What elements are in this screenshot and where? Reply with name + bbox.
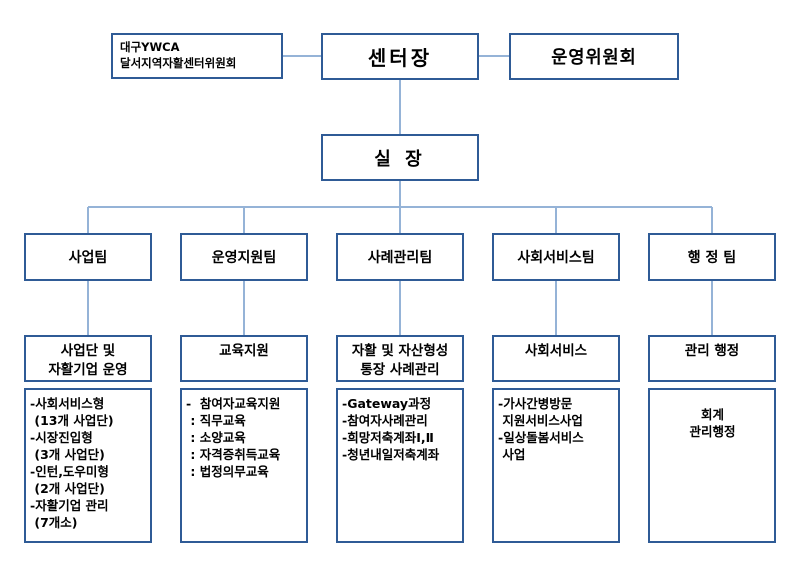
committee-box: 대구YWCA 달서지역자활센터위원회 — [111, 33, 283, 79]
steering-committee-box: 운영위원회 — [509, 33, 679, 80]
office-manager-box: 실 장 — [321, 134, 479, 181]
team-box-business: 사업팀 — [24, 233, 152, 281]
dept-body-social-service: -가사간병방문 지원서비스사업 -일상돌봄서비스 사업 — [492, 388, 620, 543]
connector-drop-team-1 — [87, 207, 89, 233]
dept-body-education-support: - 참여자교육지원 : 직무교육 : 소양교육 : 자격증취득교육 : 법정의무… — [180, 388, 308, 543]
dept-title-management-admin: 관리 행정 — [648, 335, 776, 382]
dept-title-education-support: 교육지원 — [180, 335, 308, 382]
dept-body-self-support-savings: -Gateway과정 -참여자사례관리 -희망저축계좌Ⅰ,Ⅱ -청년내일저축계좌 — [336, 388, 464, 543]
connector-committee-director — [283, 55, 321, 57]
connector-drop-team-4 — [555, 207, 557, 233]
team-box-social-service: 사회서비스팀 — [492, 233, 620, 281]
team-box-operations-support: 운영지원팀 — [180, 233, 308, 281]
team-box-administration: 행 정 팀 — [648, 233, 776, 281]
connector-drop-team-2 — [243, 207, 245, 233]
dept-title-social-service: 사회서비스 — [492, 335, 620, 382]
center-director-box: 센터장 — [321, 33, 479, 80]
connector-team-dept-4 — [555, 281, 557, 335]
team-box-case-management: 사례관리팀 — [336, 233, 464, 281]
dept-title-self-support-savings: 자활 및 자산형성 통장 사례관리 — [336, 335, 464, 382]
connector-team-dept-5 — [711, 281, 713, 335]
dept-title-business: 사업단 및 자활기업 운영 — [24, 335, 152, 382]
connector-drop-team-5 — [711, 207, 713, 233]
connector-team-dept-2 — [243, 281, 245, 335]
dept-body-management-admin: 회계 관리행정 — [648, 388, 776, 543]
connector-team-dept-1 — [87, 281, 89, 335]
dept-body-business: -사회서비스형 (13개 사업단) -시장진입형 (3개 사업단) -인턴,도우… — [24, 388, 152, 543]
connector-team-dept-3 — [399, 281, 401, 335]
connector-director-manager — [399, 80, 401, 134]
connector-director-steering — [479, 55, 509, 57]
connector-distribution-line — [88, 206, 712, 208]
